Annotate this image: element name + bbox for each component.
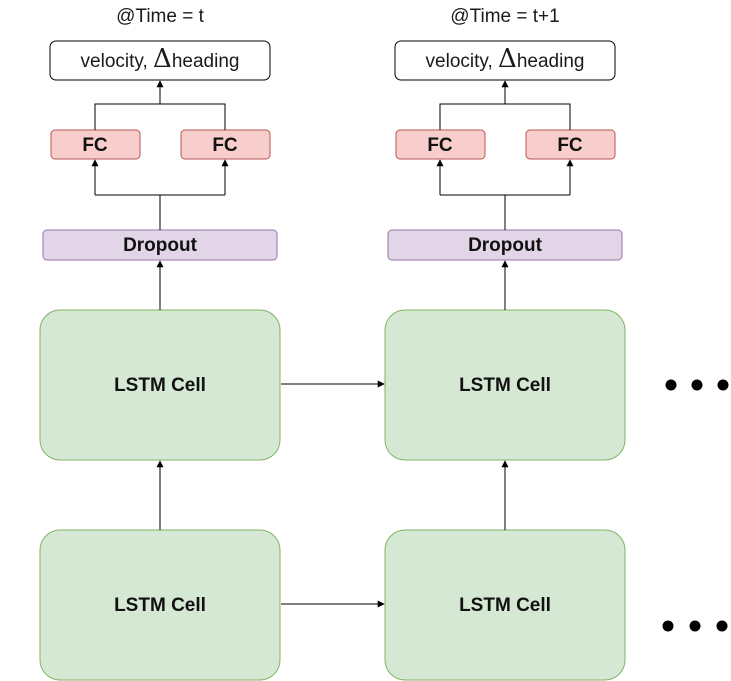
lstm-cell-top-label: LSTM Cell bbox=[459, 375, 551, 396]
lstm-cell-bottom-label: LSTM Cell bbox=[459, 595, 551, 616]
dot bbox=[716, 620, 728, 632]
time-label: @Time = t bbox=[116, 6, 204, 27]
lstm-cell-bottom: LSTM Cell bbox=[39, 529, 281, 681]
output-box: velocity, Δheading bbox=[49, 40, 271, 81]
output-label: velocity, Δheading bbox=[426, 44, 585, 74]
lstm-cell-bottom-label: LSTM Cell bbox=[114, 595, 206, 616]
output-box-rect bbox=[49, 40, 271, 81]
dropout-box: Dropout bbox=[42, 229, 278, 261]
fc-right-label: FC bbox=[212, 135, 238, 156]
fc-left-label: FC bbox=[427, 135, 453, 156]
delta-symbol: Δ bbox=[153, 44, 172, 74]
dot bbox=[717, 379, 729, 391]
delta-symbol: Δ bbox=[498, 44, 517, 74]
time-label: @Time = t+1 bbox=[450, 6, 559, 27]
fc-right-box: FC bbox=[525, 129, 616, 160]
output-box: velocity, Δheading bbox=[394, 40, 616, 81]
fc-left-box: FC bbox=[395, 129, 486, 160]
dropout-box: Dropout bbox=[387, 229, 623, 261]
output-box-rect bbox=[394, 40, 616, 81]
fc-left-box: FC bbox=[50, 129, 141, 160]
fc-left-label: FC bbox=[82, 135, 108, 156]
dot bbox=[662, 620, 674, 632]
connectors-column-t bbox=[91, 80, 229, 530]
continuation-dots-top bbox=[665, 379, 729, 391]
output-label: velocity, Δheading bbox=[81, 44, 240, 74]
column-time-t: @Time = t velocity, Δheading FC FC Dropo… bbox=[39, 6, 281, 681]
dot bbox=[689, 620, 701, 632]
lstm-cell-top: LSTM Cell bbox=[39, 309, 281, 461]
connectors-column-t-plus-1 bbox=[436, 80, 574, 530]
column-time-t-plus-1: @Time = t+1 velocity, Δheading FC FC Dro… bbox=[384, 6, 626, 681]
lstm-cell-top-label: LSTM Cell bbox=[114, 375, 206, 396]
line-fc-left-up bbox=[94, 103, 226, 130]
fc-right-label: FC bbox=[557, 135, 583, 156]
lstm-cell-bottom: LSTM Cell bbox=[384, 529, 626, 681]
dropout-label: Dropout bbox=[123, 235, 198, 256]
line-fc-up bbox=[439, 103, 571, 130]
dot bbox=[691, 379, 703, 391]
lstm-cell-top: LSTM Cell bbox=[384, 309, 626, 461]
fc-right-box: FC bbox=[180, 129, 271, 160]
dropout-label: Dropout bbox=[468, 235, 543, 256]
continuation-dots-bottom bbox=[662, 620, 728, 632]
dot bbox=[665, 379, 677, 391]
